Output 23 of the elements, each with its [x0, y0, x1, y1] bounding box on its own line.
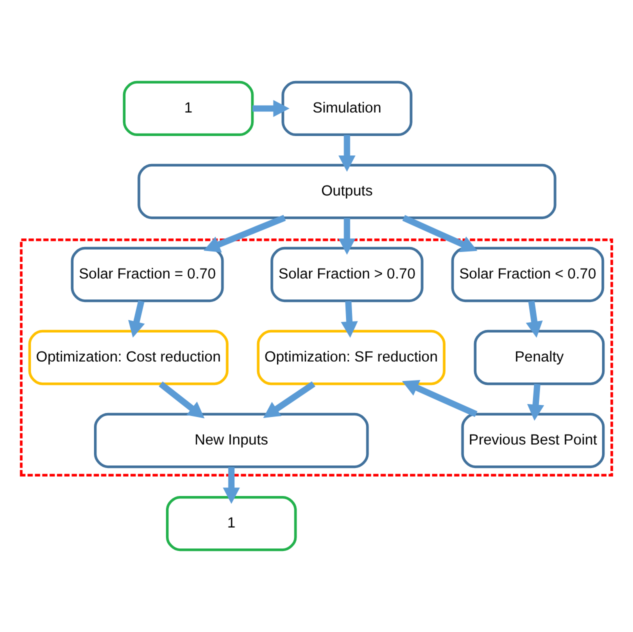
node-box: Previous Best Point	[461, 412, 605, 468]
node-box: Solar Fraction > 0.70	[270, 246, 424, 302]
node-box: 1	[122, 80, 254, 136]
node-box: Solar Fraction = 0.70	[70, 246, 224, 302]
arrow	[222, 467, 240, 504]
arrow	[158, 381, 205, 418]
arrow	[263, 381, 316, 418]
arrow	[252, 100, 290, 117]
node-box: Optimization: Cost reduction	[28, 330, 228, 386]
node-box: New Inputs	[94, 412, 369, 468]
arrow	[338, 218, 356, 255]
node-box: Solar Fraction < 0.70	[451, 246, 604, 302]
arrow	[340, 300, 358, 338]
node-box: 1	[166, 496, 297, 552]
arrow	[526, 300, 543, 338]
node-box: Simulation	[282, 80, 412, 136]
arrow	[128, 300, 145, 338]
node-box: Penalty	[474, 330, 605, 386]
node-box: Optimization: SF reduction	[256, 330, 446, 386]
node-box: Outputs	[138, 164, 556, 220]
arrow	[338, 135, 356, 172]
arrow	[527, 384, 544, 421]
arrow	[402, 380, 478, 418]
